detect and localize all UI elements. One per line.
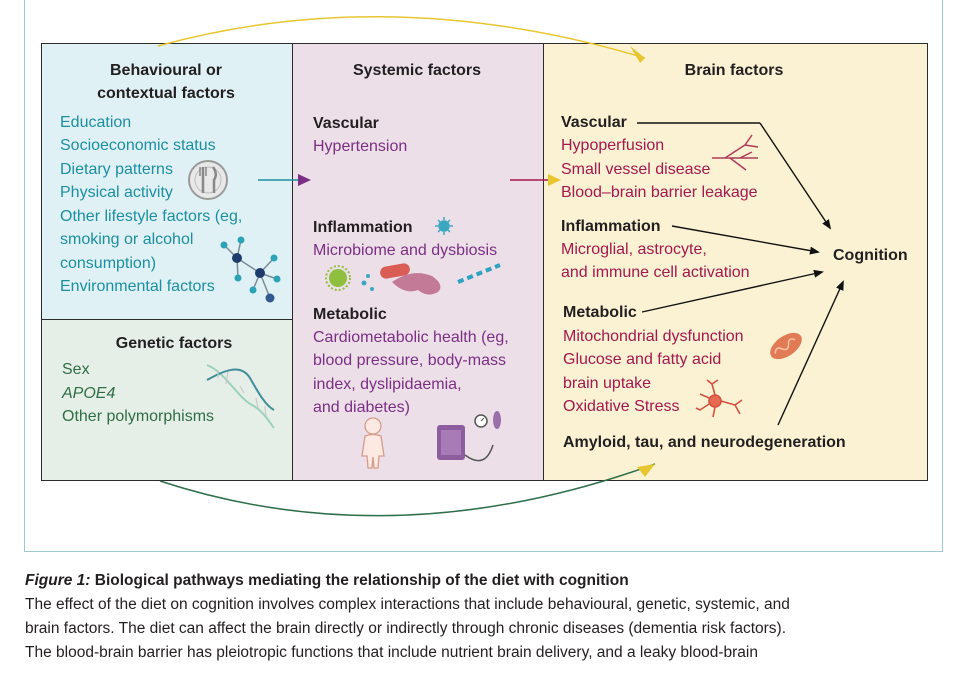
bottom-arc-arrow — [159, 463, 656, 517]
inflammation-to-cognition-arrow — [671, 225, 820, 255]
systemic-inflammation-item: Microbiome and dysbiosis — [313, 242, 498, 259]
brain-amyloid-heading: Amyloid, tau, and neurodegeneration — [563, 434, 846, 451]
brain-metabolic-item: Oxidative Stress — [563, 398, 680, 415]
blood-vessel-icon — [712, 134, 759, 171]
gut-bacteria-icon — [325, 263, 501, 295]
brain-vascular-item: Blood–brain barrier leakage — [561, 184, 758, 201]
child-figure-icon — [361, 417, 385, 469]
systemic-factors-panel: Systemic factors Vascular Hypertension I… — [292, 43, 544, 481]
amyloid-to-cognition-arrow — [777, 280, 844, 426]
systemic-metabolic-item: Cardiometabolic health (eg, — [313, 329, 509, 346]
fork-knife-plate-icon — [188, 160, 228, 200]
top-arc-arrow — [157, 16, 646, 63]
microbe-icon — [435, 217, 453, 235]
genetic-item: Sex — [62, 361, 90, 378]
systemic-metabolic-heading: Metabolic — [313, 306, 387, 323]
dna-helix-icon — [206, 364, 275, 429]
genetic-item: APOE4 — [62, 385, 116, 402]
genetic-factors-panel: Genetic factors Sex APOE4 Other polymorp… — [41, 319, 293, 481]
molecule-network-icon — [220, 236, 281, 303]
systemic-vascular-item: Hypertension — [313, 138, 408, 155]
cognition-label: Cognition — [833, 247, 908, 264]
brain-metabolic-item: brain uptake — [563, 375, 652, 392]
brain-inflammation-item: and immune cell activation — [561, 264, 750, 281]
brain-vascular-item: Small vessel disease — [561, 161, 711, 178]
systemic-metabolic-item: index, dyslipidaemia, — [313, 376, 462, 393]
blood-pressure-monitor-icon — [437, 411, 501, 462]
vascular-to-cognition-arrow-diag — [759, 122, 832, 230]
behavioural-item: smoking or alcohol — [60, 231, 194, 248]
brain-title: Brain factors — [684, 62, 784, 79]
brain-metabolic-item: Mitochondrial dysfunction — [563, 328, 744, 345]
systemic-inflammation-heading: Inflammation — [313, 219, 413, 236]
genetic-item: Other polymorphisms — [62, 408, 215, 425]
behavioural-title-line2: contextual factors — [97, 85, 235, 102]
behavioural-title-line1: Behavioural or — [109, 62, 223, 79]
caption-title: Figure 1: Biological pathways mediating … — [25, 569, 945, 593]
behavioural-item: Physical activity — [60, 184, 173, 201]
brain-factors-panel: Brain factors Vascular Hypoperfusion Sma… — [543, 43, 928, 481]
brain-metabolic-item: Glucose and fatty acid — [563, 351, 722, 368]
caption-title-text: Biological pathways mediating the relati… — [90, 572, 629, 589]
metabolic-to-cognition-arrow — [641, 269, 824, 313]
behavioural-item: Dietary patterns — [60, 161, 173, 178]
mitochondria-icon — [770, 332, 802, 360]
caption-label: Figure 1: — [25, 572, 91, 589]
brain-metabolic-heading: Metabolic — [563, 304, 637, 321]
behavioural-item: Environmental factors — [60, 278, 215, 295]
brain-inflammation-item: Microglial, astrocyte, — [561, 241, 707, 258]
systemic-metabolic-item: blood pressure, body-mass — [313, 352, 506, 369]
behavioural-title: Behavioural or contextual factors — [42, 59, 290, 105]
diagram-overlay — [157, 16, 844, 517]
caption-line: The effect of the diet on cognition invo… — [25, 596, 790, 613]
behavioural-item: Other lifestyle factors (eg, — [60, 208, 243, 225]
neuron-icon — [695, 379, 743, 418]
figure-caption: Figure 1: Biological pathways mediating … — [25, 569, 945, 665]
brain-vascular-heading: Vascular — [561, 114, 627, 131]
systemic-metabolic-item: and diabetes) — [313, 399, 410, 416]
behavioural-factors-panel: Behavioural or contextual factors Educat… — [41, 43, 293, 320]
brain-vascular-item: Hypoperfusion — [561, 137, 665, 154]
behavioural-item: Socioeconomic status — [60, 137, 216, 154]
brain-inflammation-heading: Inflammation — [561, 218, 661, 235]
systemic-title: Systemic factors — [352, 62, 482, 79]
caption-line: The blood-brain barrier has pleiotropic … — [25, 644, 758, 661]
systemic-vascular-heading: Vascular — [313, 115, 379, 132]
behavioural-to-systemic-arrow — [258, 174, 311, 186]
caption-line: brain factors. The diet can affect the b… — [25, 620, 787, 637]
behavioural-item: Education — [60, 114, 132, 131]
genetic-title: Genetic factors — [115, 335, 233, 352]
behavioural-item: consumption) — [60, 255, 157, 272]
systemic-to-brain-arrow — [510, 174, 561, 186]
figure-frame — [24, 0, 943, 552]
